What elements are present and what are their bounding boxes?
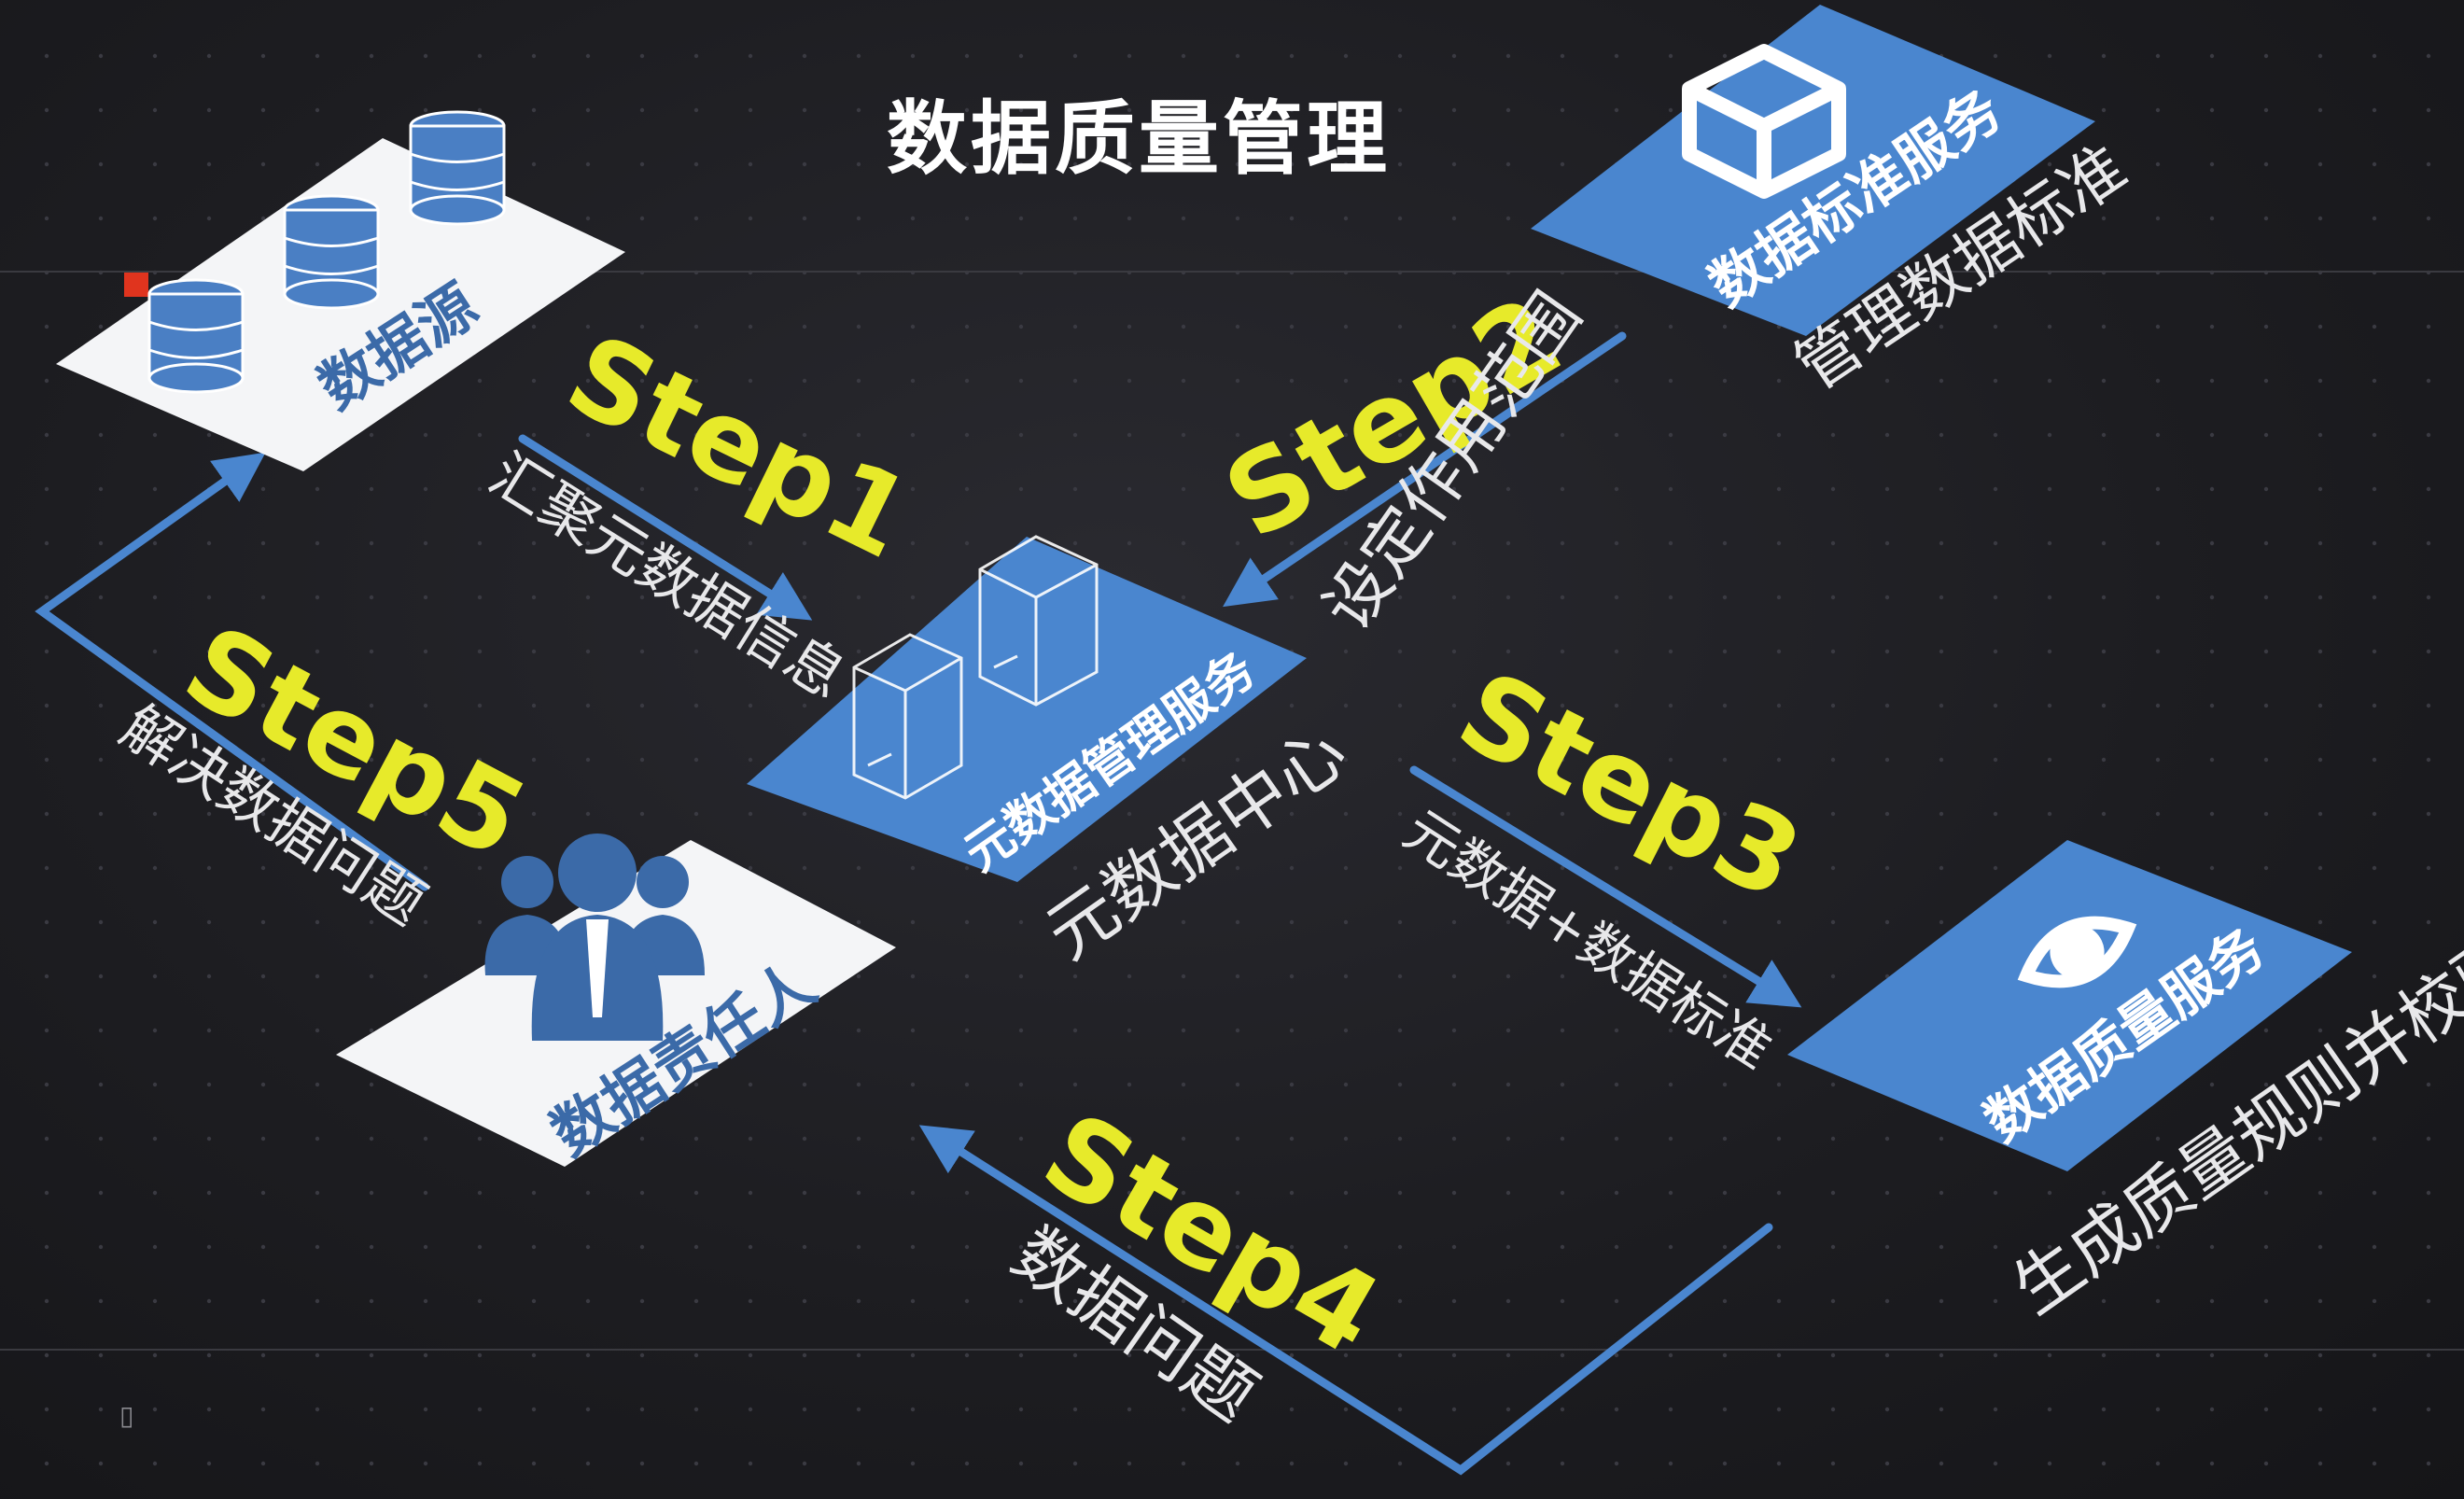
arrow-step3 [1409, 765, 1802, 1008]
step-descriptions: 汇聚元数据信息 设定作用范围 元数据+数据标准 数据问题 解决数据问题 [109, 279, 1784, 1437]
server-icon [852, 535, 1099, 800]
flow-arrows [35, 331, 1802, 1476]
database-icon [147, 110, 506, 394]
cube-icon [1682, 44, 1846, 199]
standard-service-node: 数据标准服务 管理数据标准 [1531, 5, 2140, 405]
cursor-icon: ▯ [119, 1400, 134, 1431]
horizontal-divider-top [0, 271, 2464, 273]
arrow-step4 [918, 1125, 1773, 1476]
arrow-step2 [1223, 331, 1627, 608]
arrow-step5 [35, 452, 429, 891]
eye-icon [2017, 916, 2137, 988]
page-title: 数据质量管理 [887, 92, 1391, 186]
quality-service-node: 数据质量服务 生成质量规则并校验 [1787, 840, 2464, 1329]
data-source-node: 数据源 [56, 110, 625, 471]
arrow-step1 [518, 434, 813, 621]
metadata-service-node: 元数据管理服务 元数据中心 [747, 535, 1361, 975]
horizontal-divider-bottom [0, 1349, 2464, 1351]
red-marker [124, 273, 148, 297]
people-icon [484, 834, 705, 1041]
